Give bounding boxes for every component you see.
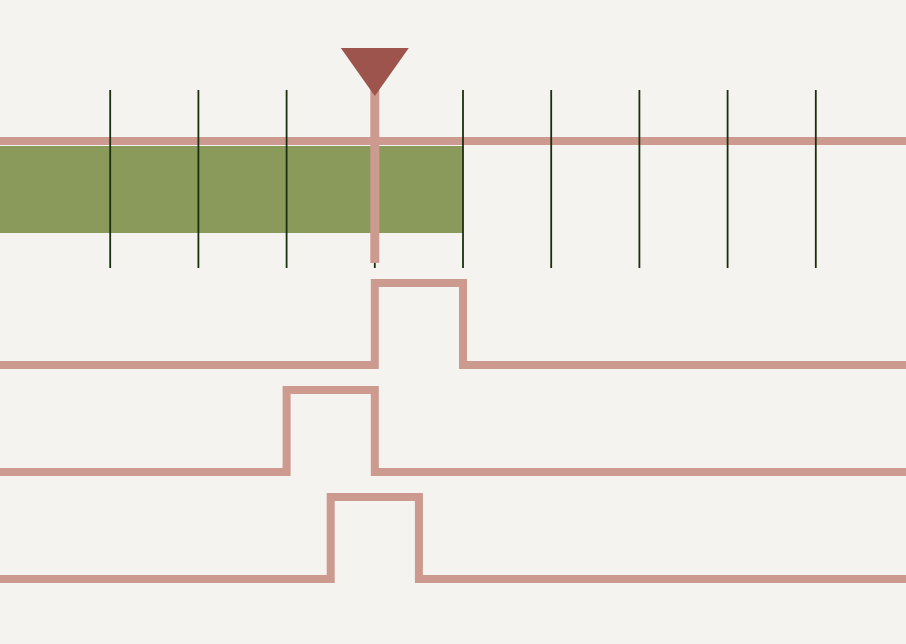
- signal-trace: [0, 386, 906, 476]
- playhead-handle-icon[interactable]: [340, 48, 409, 96]
- playhead[interactable]: [340, 48, 409, 263]
- signal-traces: [0, 279, 906, 583]
- signal-trace: [0, 493, 906, 583]
- signal-trace: [0, 279, 906, 369]
- highlighted-region: [0, 146, 463, 233]
